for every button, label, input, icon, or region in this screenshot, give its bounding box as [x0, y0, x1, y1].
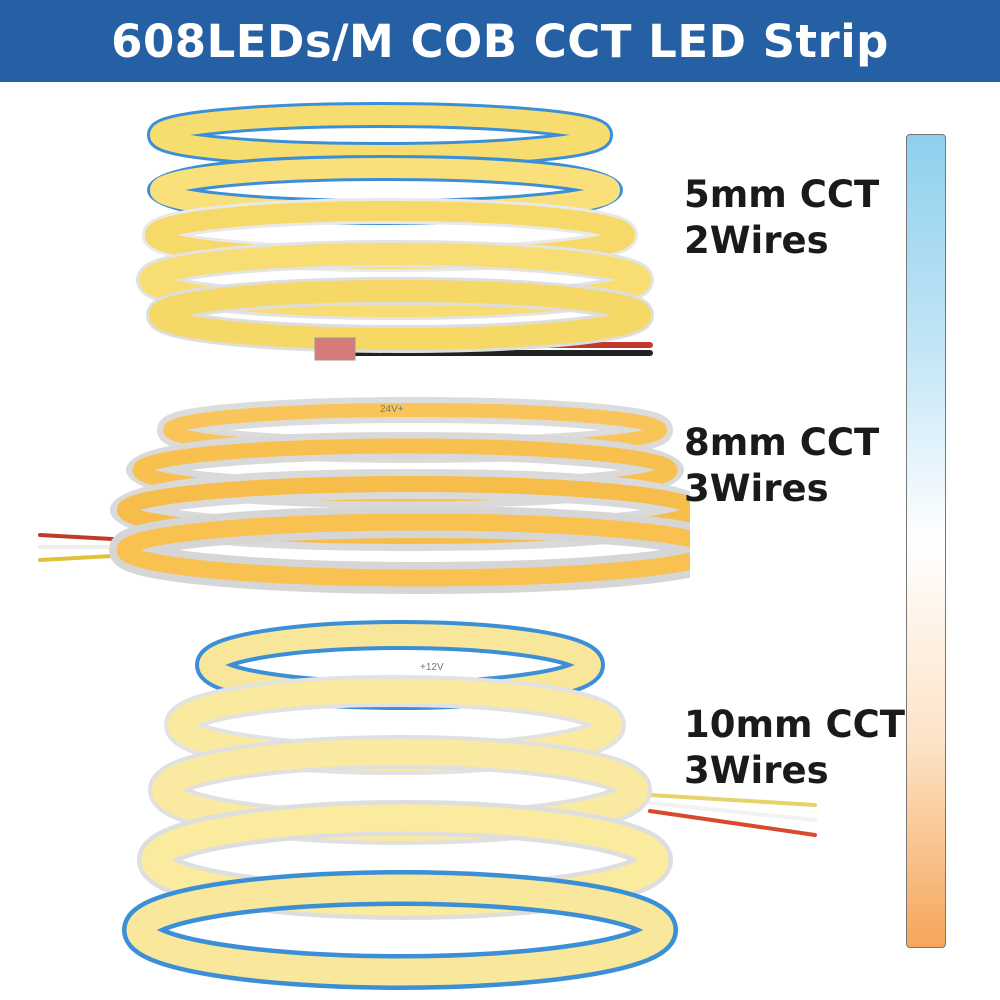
- product-label-10mm: 10mm CCT 3Wires: [684, 702, 905, 794]
- title-banner: 608LEDs/M COB CCT LED Strip: [0, 0, 1000, 82]
- wires-text: 3Wires: [684, 749, 829, 792]
- product-label-5mm: 5mm CCT 2Wires: [684, 172, 879, 264]
- product-label-8mm: 8mm CCT 3Wires: [684, 420, 879, 512]
- size-text: 8mm CCT: [684, 421, 880, 464]
- cct-gradient-bar: [906, 134, 946, 948]
- strip-coil-10mm: +12V: [122, 620, 817, 990]
- wires-text: 2Wires: [684, 219, 829, 262]
- banner-title: 608LEDs/M COB CCT LED Strip: [111, 14, 889, 68]
- size-text: 5mm CCT: [684, 173, 880, 216]
- strip-coil-8mm: 24V+: [38, 397, 690, 594]
- strip-coil-5mm: [136, 102, 654, 361]
- strip-marking-10mm: +12V: [420, 662, 444, 673]
- size-text: 10mm CCT: [684, 703, 906, 746]
- wires-text: 3Wires: [684, 467, 829, 510]
- strip-marking-8mm: 24V+: [380, 404, 404, 415]
